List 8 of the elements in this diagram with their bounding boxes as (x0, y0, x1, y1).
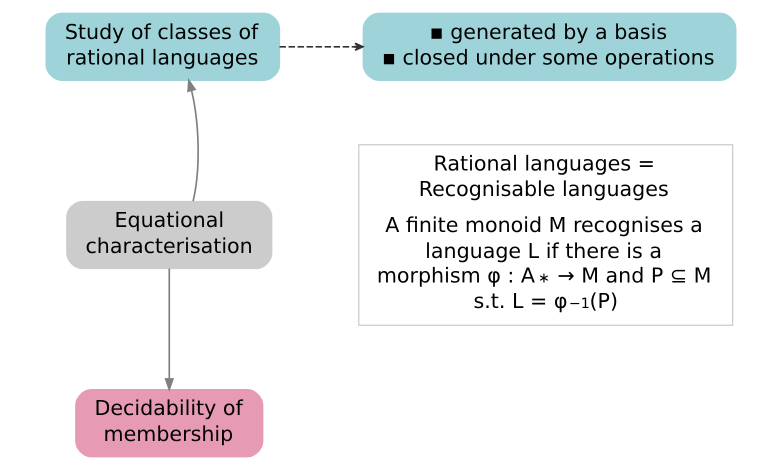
node-box: Rational languages = Recognisable languages A finite monoid M recognises a language L if there is a morphism φ : A∗ → M and P ⊆ M s.t. L = φ−1(P) (358, 144, 734, 326)
arrow (164, 268, 174, 392)
node-box: Equational characterisation (66, 200, 272, 270)
arrow (187, 78, 199, 202)
node-box: ▪ generated by a basis ▪ closed under some operations (362, 12, 736, 81)
node-box: Decidability of membership (75, 389, 264, 458)
node-box: Study of classes of rational languages (46, 12, 280, 81)
arrow (280, 42, 364, 52)
